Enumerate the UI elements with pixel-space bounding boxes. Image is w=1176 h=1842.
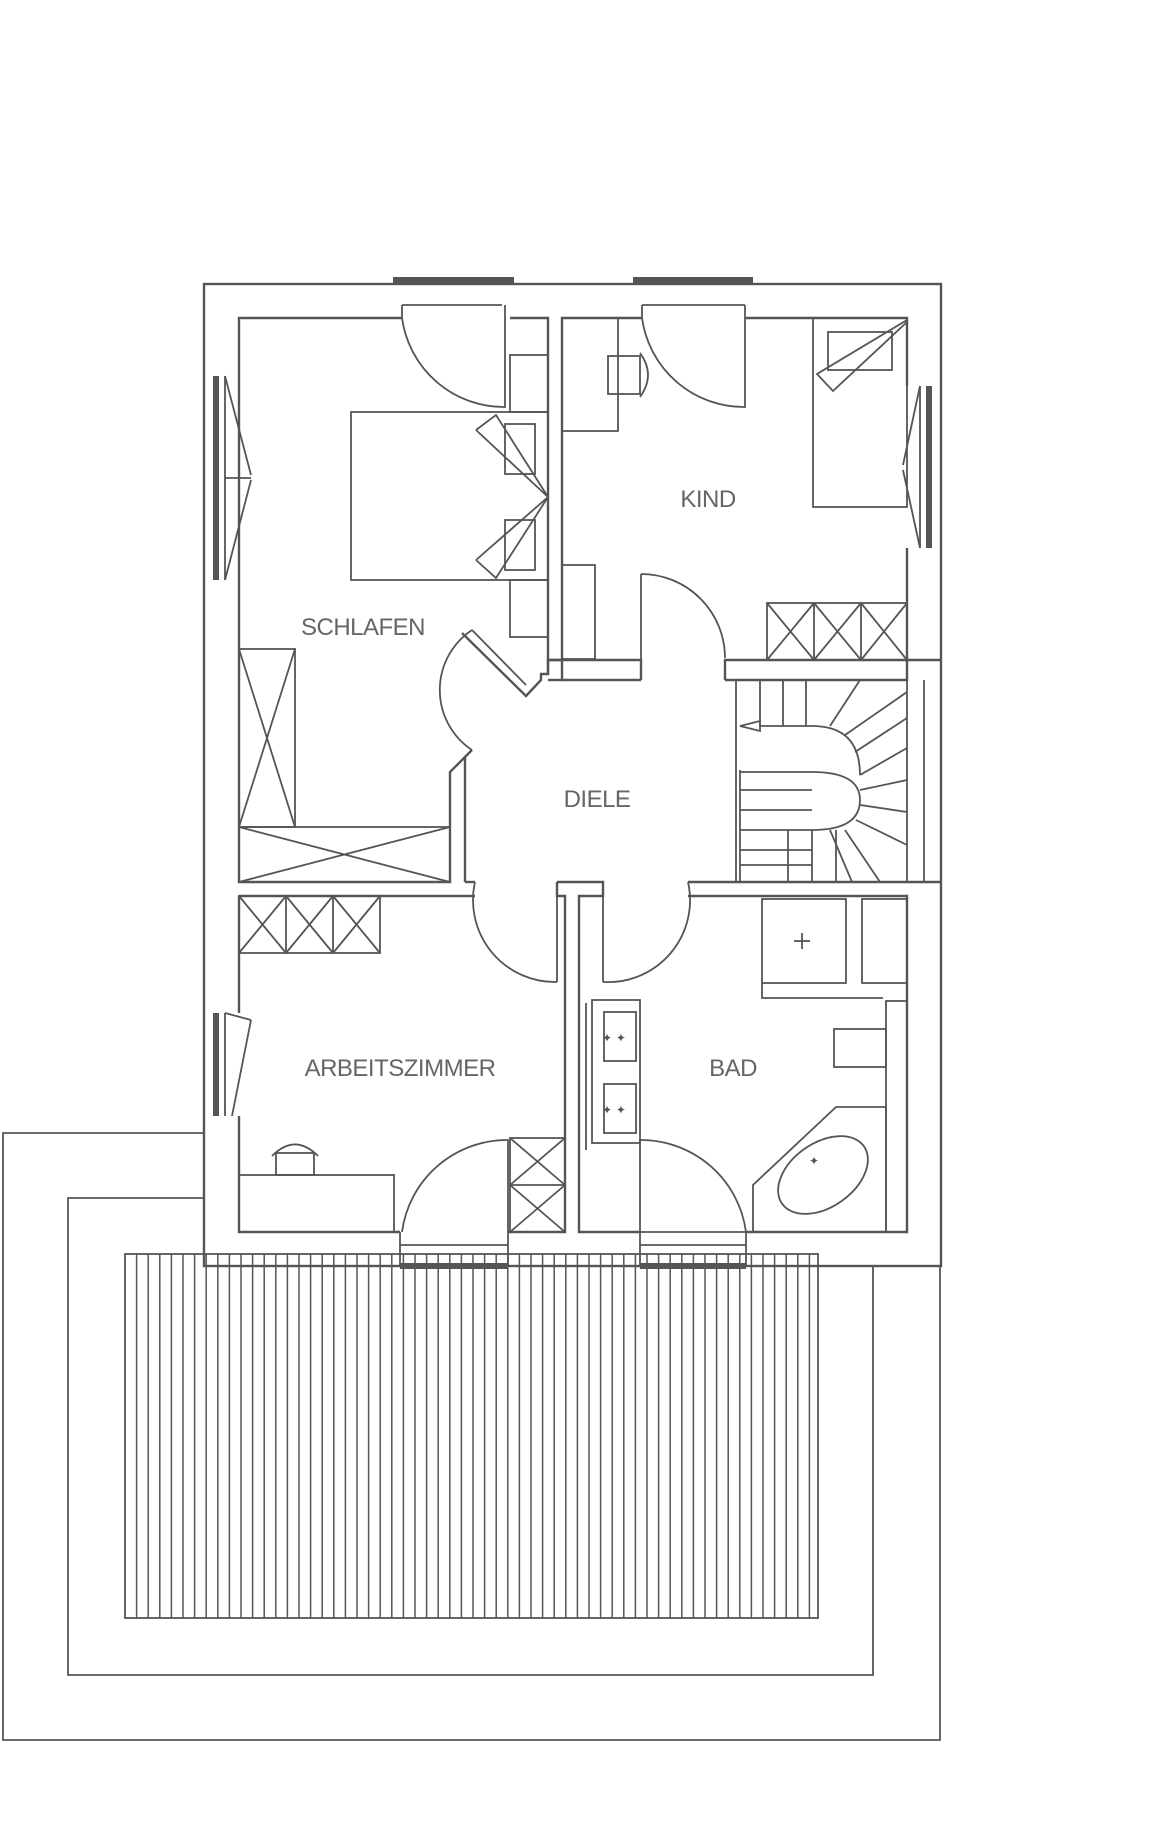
- room-label-kind: KIND: [680, 486, 736, 513]
- door-bad-terrace: [639, 1139, 748, 1233]
- shelf-kind: [561, 564, 596, 660]
- door-kind: [640, 573, 726, 660]
- window-left-schlafen: [213, 375, 252, 581]
- stair-tread: [859, 747, 908, 776]
- shelf-arbeitszimmer: [238, 895, 381, 954]
- double-sink: ✦ ✦ ✦ ✦: [585, 999, 641, 1150]
- stair-tread: [829, 679, 861, 727]
- stair-tread: [855, 819, 908, 846]
- shower: [761, 898, 883, 999]
- svg-text:✦: ✦: [809, 1154, 819, 1168]
- window-bottom-arbeitszimmer: [399, 1232, 509, 1269]
- window-right-kind: [902, 385, 932, 549]
- room-label-arbeitszimmer: ARBEITSZIMMER: [305, 1055, 496, 1082]
- window-top-kind: [633, 277, 753, 306]
- cabinet-bad: [861, 898, 908, 984]
- stair-tread: [844, 691, 908, 736]
- window-top-schlafen: [393, 277, 514, 306]
- terrace-decking: [124, 1253, 819, 1619]
- stair-tread: [859, 779, 908, 791]
- toilet: [833, 1000, 908, 1233]
- svg-text:✦ ✦: ✦ ✦: [602, 1103, 626, 1117]
- staircase: [735, 679, 925, 883]
- bathtub: ✦: [752, 1106, 887, 1233]
- single-bed: [812, 317, 908, 508]
- room-diele-walls: [463, 658, 941, 884]
- cabinet-arbeitszimmer: [509, 1137, 566, 1233]
- window-bottom-bad: [639, 1232, 747, 1269]
- door-kind-window: [641, 305, 746, 408]
- nightstand-top: [509, 354, 549, 413]
- door-bad: [602, 881, 691, 984]
- wardrobe-bottom: [238, 826, 451, 883]
- room-label-schlafen: SCHLAFEN: [301, 614, 425, 641]
- desk-kind: [561, 317, 649, 432]
- outer-walls: [202, 282, 943, 1268]
- desk-arbeitszimmer: [238, 1143, 395, 1233]
- wardrobe-left: [238, 648, 296, 828]
- door-arbeitszimmer-terrace: [401, 1139, 509, 1233]
- terrace-outline: [2, 1132, 941, 1741]
- door-arbeitszimmer: [472, 881, 558, 983]
- door-schlafen: [438, 629, 527, 751]
- stair-tread: [859, 804, 908, 813]
- svg-text:✦ ✦: ✦ ✦: [602, 1031, 626, 1045]
- room-label-bad: BAD: [709, 1055, 757, 1082]
- stair-tread: [854, 717, 908, 753]
- double-bed: [350, 411, 549, 581]
- window-left-arbeitszimmer: [213, 1012, 252, 1117]
- stair-tread: [844, 829, 881, 883]
- stair-tread: [829, 829, 853, 883]
- door-schlafen-window: [401, 305, 506, 408]
- room-label-diele: DIELE: [564, 786, 631, 813]
- wardrobe-kind: [766, 602, 908, 661]
- nightstand-bottom: [509, 579, 549, 638]
